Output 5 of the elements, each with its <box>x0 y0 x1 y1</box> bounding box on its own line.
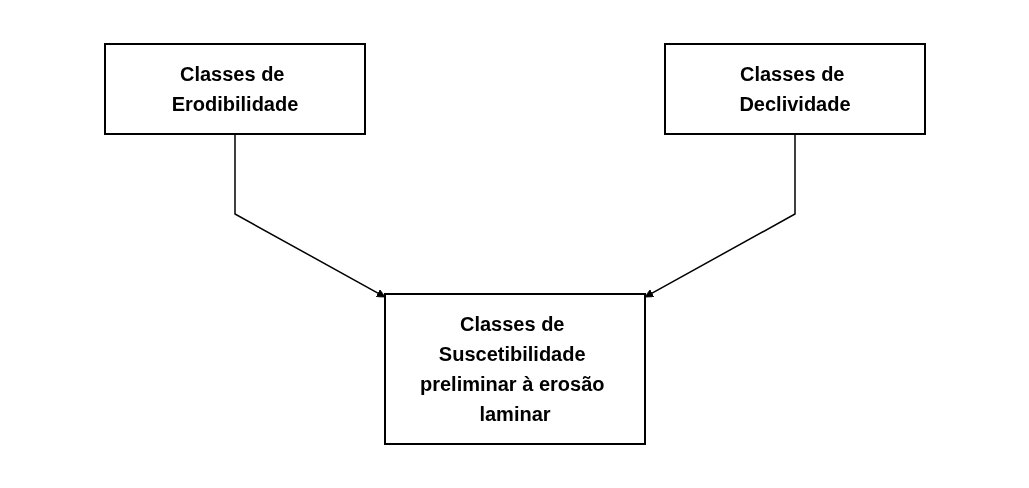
node-box: Classes de Suscetibilidade preliminar à erosão laminar <box>383 293 646 445</box>
node-box: Classes de Erodibilidade <box>103 43 366 135</box>
node-box: Classes de Declividade <box>663 43 926 135</box>
arrow <box>644 133 796 298</box>
arrow <box>233 133 385 298</box>
